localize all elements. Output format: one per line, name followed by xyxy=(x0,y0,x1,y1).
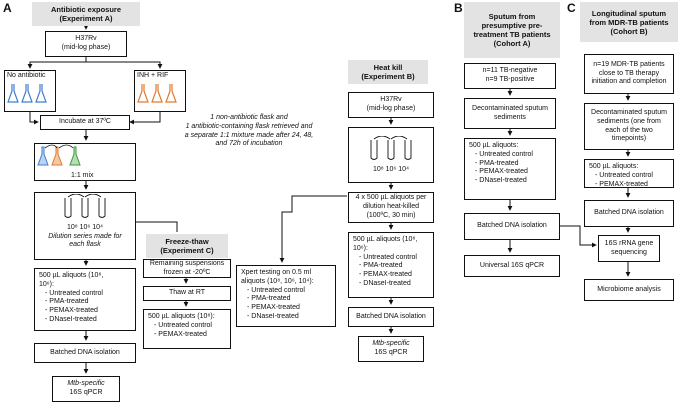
microbiome-analysis-box: Microbiome analysis xyxy=(584,279,674,301)
exp-b-strain-box: H37Rv(mid-log phase) xyxy=(348,92,434,118)
cohort-b-aliquots-box: 500 µL aliquots: Untreated controlPEMAX-… xyxy=(584,159,674,188)
exp-b-batched-box: Batched DNA isolation xyxy=(348,307,434,327)
exp-c-header: Freeze-thaw(Experiment C) xyxy=(146,234,228,258)
exp-b-aliquots-box: 500 µL aliquots (10⁸,10⁶): Untreated con… xyxy=(348,232,434,298)
panel-label-c: C xyxy=(567,1,576,15)
heat-dilution-tubes-icon xyxy=(370,135,412,160)
cohort-a-batched-box: Batched DNA isolation xyxy=(464,213,560,240)
blue-flasks-icon xyxy=(7,83,47,103)
no-antibiotic-box: No antibiotic xyxy=(4,70,56,112)
exp-a-strain-box: H37Rv(mid-log phase) xyxy=(45,31,127,57)
panel-label-b: B xyxy=(454,1,463,15)
dilution-box: 10⁸ 10⁶ 10⁴ Dilution series made for eac… xyxy=(34,192,136,260)
exp-a-header: Antibiotic exposure(Experiment A) xyxy=(32,2,140,26)
incubate-box: Incubate at 37ºC xyxy=(40,115,130,130)
cohort-b-batched-box: Batched DNA isolation xyxy=(584,200,674,227)
exp-b-header: Heat kill(Experiment B) xyxy=(348,60,428,84)
cohort-a-aliquots-box: 500 µL aliquots: Untreated controlPMA-tr… xyxy=(464,138,556,200)
thaw-box: Thaw at RT xyxy=(143,286,231,301)
exp-a-aliquots-box: 500 µL aliquots (10⁸,10⁶): Untreated con… xyxy=(34,268,136,331)
inh-rif-box: INH + RIF xyxy=(134,70,186,112)
mix-box: 1:1 mix xyxy=(34,143,136,181)
exp-b-dilution-box: 10⁸ 10⁶ 10⁴ xyxy=(348,127,434,183)
exp-a-batched-box: Batched DNA isolation xyxy=(34,343,136,363)
panel-label-a: A xyxy=(3,1,12,15)
dilution-tubes-icon xyxy=(64,193,106,218)
orange-flasks-icon xyxy=(137,83,177,103)
exp-c-aliquots-box: 500 µL aliquots (10⁸): Untreated control… xyxy=(143,309,231,349)
mixed-flasks-icon xyxy=(37,144,81,166)
cohort-a-qpcr-box: Universal 16S qPCR xyxy=(464,255,560,277)
